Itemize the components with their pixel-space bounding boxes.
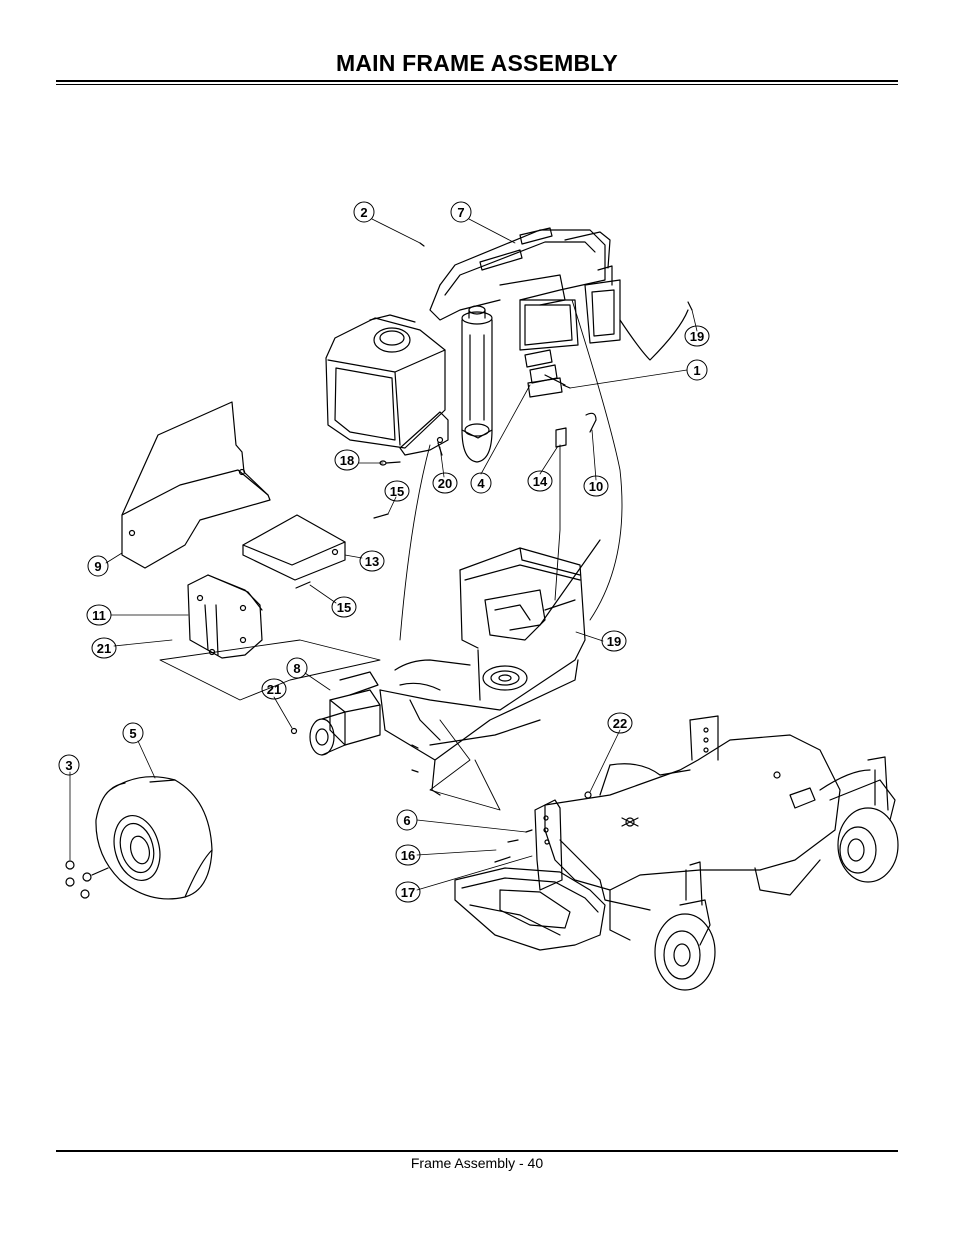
title-rule [56,80,898,82]
callout-21a: 21 [91,637,117,659]
svg-text:13: 13 [365,554,379,569]
handle-bar-assembly [429,227,689,361]
wheel-motor [290,671,381,756]
svg-text:19: 19 [607,634,621,649]
callouts: 2 7 19 1 18 20 4 14 10 15 9 13 11 15 21 … [58,201,710,903]
page-title: MAIN FRAME ASSEMBLY [336,50,618,76]
callout-6: 6 [396,809,418,831]
svg-text:16: 16 [401,848,415,863]
callout-22: 22 [607,712,633,734]
callout-17: 17 [395,881,421,903]
upright-tube [461,305,493,463]
svg-text:19: 19 [690,329,704,344]
svg-text:8: 8 [293,661,300,676]
svg-text:15: 15 [337,600,351,615]
callout-15b: 15 [331,596,357,618]
svg-text:3: 3 [65,758,72,773]
callout-21b: 21 [261,678,287,700]
svg-text:20: 20 [438,476,452,491]
callout-14: 14 [527,470,553,492]
svg-text:9: 9 [94,559,101,574]
svg-text:22: 22 [613,716,627,731]
callout-15a: 15 [384,480,410,502]
fuel-tank [325,314,449,456]
callout-9: 9 [87,555,109,577]
svg-text:21: 21 [267,682,281,697]
svg-text:5: 5 [129,726,136,741]
callout-10: 10 [583,475,609,497]
mount-plate [494,791,592,891]
callout-1: 1 [686,359,708,381]
drive-wheel [95,776,213,900]
deck-front-guard [454,867,606,951]
svg-text:4: 4 [477,476,485,491]
callout-16: 16 [395,844,421,866]
callout-5: 5 [122,722,144,744]
assembly-outline [159,639,501,811]
callout-7: 7 [450,201,472,223]
lug-nuts [65,860,109,899]
callout-3: 3 [58,754,80,776]
cover-plate [242,514,346,581]
callout-19b: 19 [601,630,627,652]
control-bracket [524,349,566,398]
svg-text:18: 18 [340,453,354,468]
main-frame [379,539,601,796]
svg-text:15: 15 [390,484,404,499]
svg-text:17: 17 [401,885,415,900]
callout-4: 4 [470,472,492,494]
control-cables [399,299,623,641]
wheel-bracket [187,513,389,659]
callout-8: 8 [286,657,308,679]
callout-18: 18 [334,449,360,471]
side-caster-wheel [789,756,899,883]
footer-rule [56,1150,898,1152]
front-caster-wheel [654,861,716,991]
callout-19a: 19 [684,325,710,347]
callout-11: 11 [86,604,112,626]
svg-text:7: 7 [457,205,464,220]
svg-text:1: 1 [693,363,700,378]
svg-text:14: 14 [533,474,548,489]
svg-text:21: 21 [97,641,111,656]
mower-deck [544,715,841,941]
page-footer: Frame Assembly - 40 [410,1155,544,1171]
leader-lines [69,218,698,891]
svg-text:2: 2 [360,205,367,220]
callout-20: 20 [432,472,458,494]
callout-13: 13 [359,550,385,572]
callout-2: 2 [353,201,375,223]
svg-text:10: 10 [589,479,603,494]
svg-text:6: 6 [403,813,410,828]
svg-text:11: 11 [92,608,106,623]
hardware-small [379,242,693,466]
side-shield [121,401,271,569]
title-rule-thin [56,84,898,85]
